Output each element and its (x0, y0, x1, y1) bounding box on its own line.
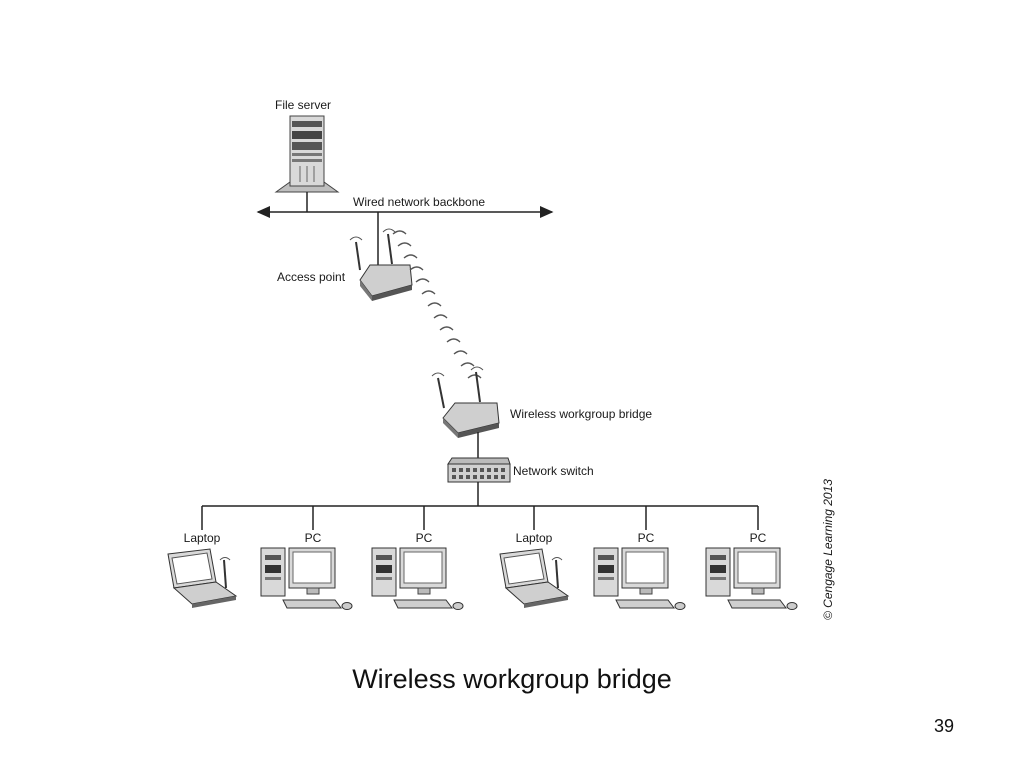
client-pc: PC (593, 506, 686, 610)
bridge-label: Wireless workgroup bridge (510, 407, 652, 421)
access-point-label: Access point (277, 270, 346, 284)
client-label: PC (305, 531, 322, 545)
workgroup-bridge-icon (431, 366, 500, 438)
network-switch-icon (447, 457, 511, 483)
client-pc: PC (705, 506, 798, 610)
client-label: Laptop (184, 531, 221, 545)
pc-icon (705, 547, 798, 610)
switch-label: Network switch (513, 464, 594, 478)
wireless-signal (392, 230, 482, 379)
slide-caption: Wireless workgroup bridge (352, 664, 672, 694)
access-point-icon (349, 228, 413, 301)
copyright-notice: © Cengage Learning 2013 (821, 479, 835, 620)
pc-icon (371, 547, 464, 610)
file-server-icon (274, 115, 340, 193)
network-diagram: File server Wired network backbone Acces… (167, 98, 835, 620)
client-label: PC (750, 531, 767, 545)
laptop-icon (167, 548, 238, 608)
client-label: Laptop (516, 531, 553, 545)
client-label: PC (638, 531, 655, 545)
client-label: PC (416, 531, 433, 545)
client-pc: PC (371, 506, 464, 610)
page-number: 39 (933, 716, 954, 736)
backbone-label: Wired network backbone (353, 195, 485, 209)
pc-icon (593, 547, 686, 610)
laptop-icon (499, 548, 570, 608)
client-devices: Laptop PC PC Laptop PC PC (167, 506, 798, 610)
file-server-label: File server (275, 98, 331, 112)
client-laptop: Laptop (167, 506, 238, 608)
client-pc: PC (260, 506, 353, 610)
client-laptop: Laptop (499, 506, 570, 608)
pc-icon (260, 547, 353, 610)
